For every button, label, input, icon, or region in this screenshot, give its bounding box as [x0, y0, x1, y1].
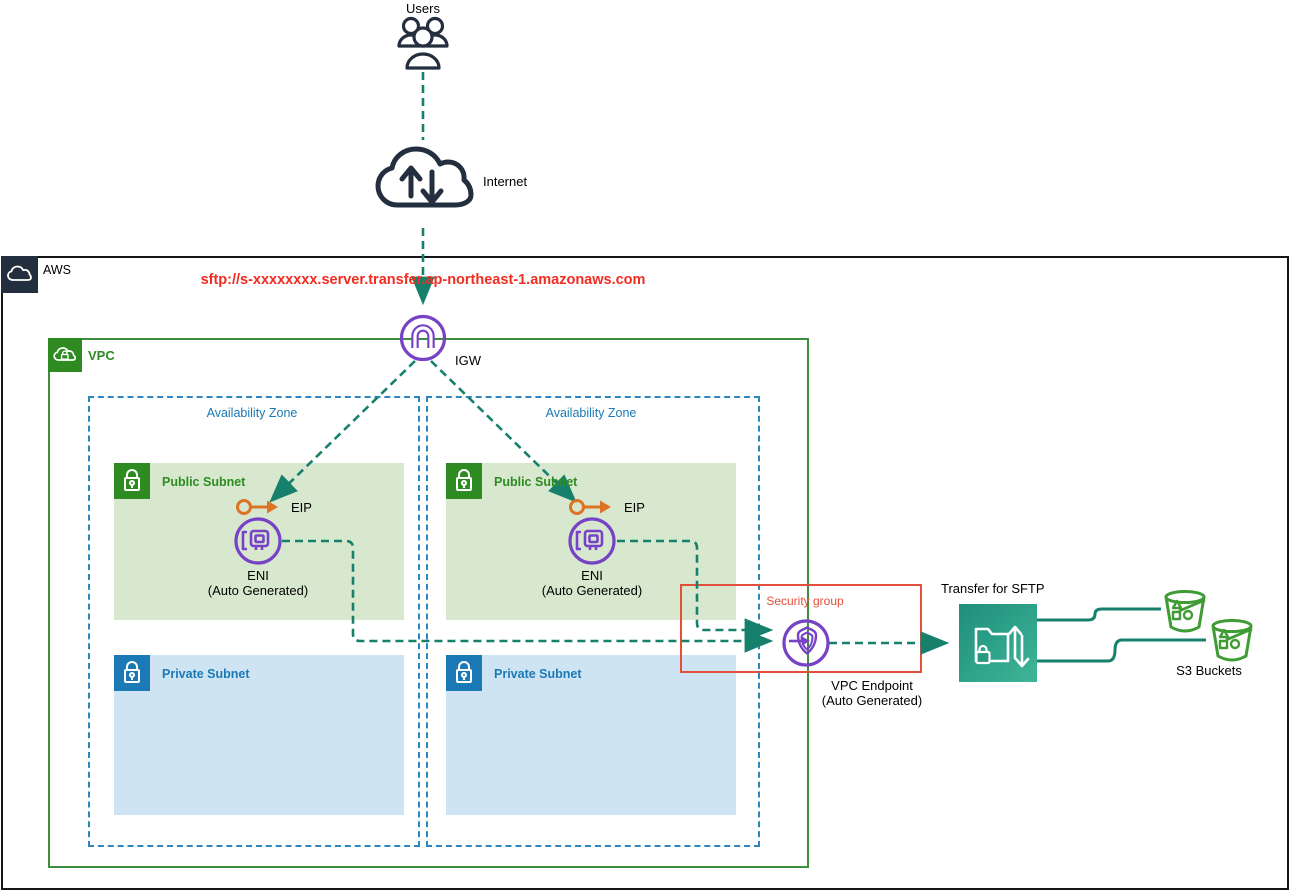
public-subnet-right-lock-icon [446, 463, 482, 499]
public-subnet-left-lock-icon [114, 463, 150, 499]
vpc-endpoint-title: VPC Endpoint [831, 678, 913, 693]
az-right-label: Availability Zone [545, 406, 637, 420]
private-subnet-right-label: Private Subnet [494, 667, 582, 681]
aws-logo-icon [1, 256, 38, 293]
s3-buckets-label: S3 Buckets [1176, 663, 1242, 678]
eni-left-subtitle: (Auto Generated) [207, 583, 309, 598]
users-label: Users [406, 1, 440, 16]
s3-bucket-1-icon [1161, 587, 1209, 642]
eni-left-title: ENI [247, 568, 269, 583]
aws-label: AWS [43, 263, 72, 277]
eip-right-icon [569, 496, 615, 523]
edge-eni-right-endpoint [617, 539, 774, 642]
aws-cloud-boundary [1, 256, 1289, 890]
eni-right-title: ENI [581, 568, 603, 583]
security-group-label: Security group [766, 594, 844, 608]
eni-right-label: ENI (Auto Generated) [517, 568, 667, 598]
internet-icon [371, 140, 475, 233]
transfer-sftp-label: Transfer for SFTP [941, 581, 1045, 596]
private-subnet-left-lock-icon [114, 655, 150, 691]
s3-bucket-2-icon [1208, 616, 1256, 671]
edge-eni-left-endpoint [282, 539, 774, 653]
eip-left-label: EIP [291, 500, 312, 515]
eip-left-icon [236, 496, 282, 523]
edge-igw-eip-left [269, 360, 416, 503]
az-left-label: Availability Zone [206, 406, 298, 420]
vpc-icon [48, 338, 82, 372]
private-subnet-left [114, 655, 404, 815]
edge-igw-eip-right [430, 360, 577, 503]
edge-transfer-bucket1 [1037, 607, 1161, 622]
internet-gateway-icon [399, 314, 447, 367]
vpc-endpoint-label: VPC Endpoint (Auto Generated) [797, 678, 947, 708]
public-subnet-right-label: Public Subnet [494, 475, 578, 489]
sftp-endpoint-url: sftp://s-xxxxxxxx.server.transfer.ap-nor… [200, 272, 646, 288]
transfer-for-sftp-icon [959, 604, 1037, 687]
vpc-endpoint-icon [781, 618, 831, 673]
public-subnet-left-label: Public Subnet [162, 475, 246, 489]
eni-left-label: ENI (Auto Generated) [183, 568, 333, 598]
vpc-endpoint-subtitle: (Auto Generated) [821, 693, 923, 708]
internet-label: Internet [483, 174, 528, 189]
edge-transfer-bucket2 [1037, 638, 1206, 663]
security-group-boundary [680, 584, 922, 673]
eip-right-label: EIP [624, 500, 645, 515]
eni-left-icon [233, 516, 283, 571]
private-subnet-left-label: Private Subnet [162, 667, 250, 681]
eni-right-subtitle: (Auto Generated) [541, 583, 643, 598]
users-icon [396, 14, 450, 77]
private-subnet-right-lock-icon [446, 655, 482, 691]
availability-zone-left-boundary [88, 396, 420, 847]
eni-right-icon [567, 516, 617, 571]
private-subnet-right [446, 655, 736, 815]
igw-label: IGW [455, 353, 481, 368]
vpc-label: VPC [88, 348, 115, 363]
